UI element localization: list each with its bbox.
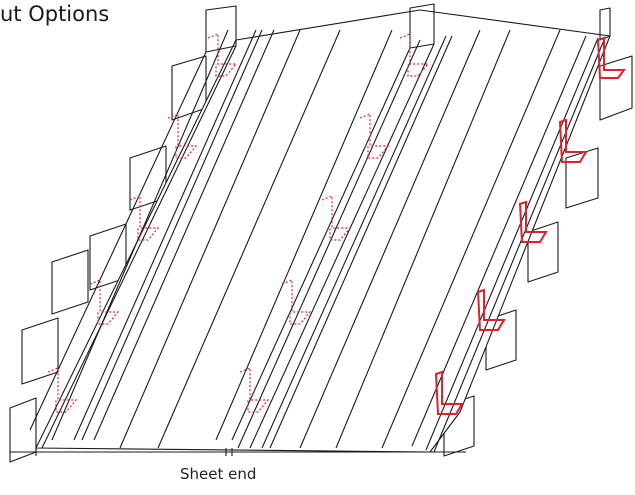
clip-marker	[281, 279, 312, 325]
clip-marker	[399, 33, 430, 77]
clip-markers-left	[47, 33, 238, 413]
purlin	[527, 221, 559, 283]
pan-line	[335, 29, 511, 449]
clip-marker	[359, 113, 390, 159]
pan-line	[119, 29, 301, 449]
pan-line	[157, 29, 341, 449]
clip-marker	[518, 200, 548, 243]
rib-line	[425, 37, 599, 451]
pan-line	[299, 29, 481, 449]
rib-line	[81, 29, 263, 441]
rib-line	[51, 29, 229, 441]
diagram-caption: Sheet end	[180, 465, 257, 483]
purlin	[21, 317, 59, 385]
purlin	[51, 249, 89, 315]
clip-marker	[476, 288, 506, 331]
clip-marker	[558, 118, 588, 163]
roof-sheet	[10, 3, 611, 456]
clip-marker	[321, 195, 352, 241]
clip-marker	[239, 367, 270, 413]
clip-marker	[89, 279, 120, 325]
rib-line	[433, 39, 605, 453]
clip-marker	[167, 113, 198, 159]
page-title: ut Options	[0, 2, 110, 26]
clip-marker	[434, 370, 464, 415]
clip-marker	[207, 33, 238, 77]
clip-marker	[129, 195, 160, 241]
clip-marker	[596, 36, 626, 79]
clip-marker	[47, 367, 78, 413]
clip-markers-centre	[239, 33, 430, 413]
purlin	[599, 55, 633, 121]
clip-markers-right	[434, 36, 626, 415]
rib-line	[73, 29, 257, 441]
rib-line	[93, 29, 275, 441]
pan-line	[381, 29, 561, 449]
